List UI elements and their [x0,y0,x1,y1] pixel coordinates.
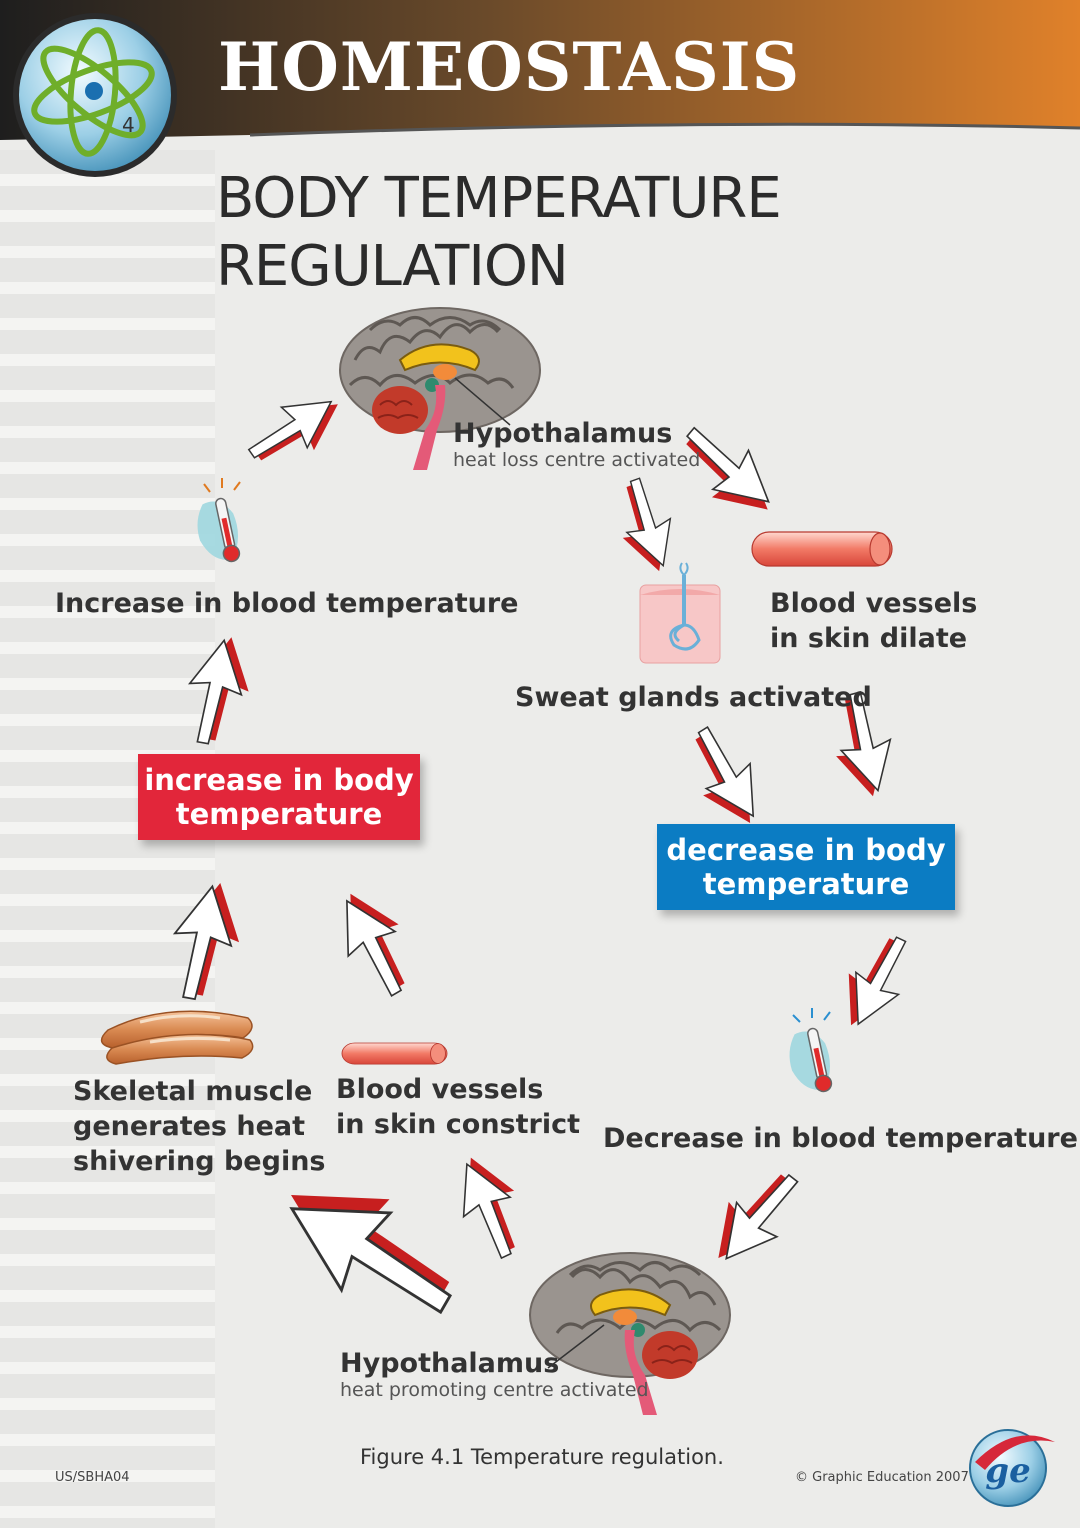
decrease-box-line-1: decrease in body [666,833,946,867]
blood-vessels-dilate-line-1: Blood vessels [770,588,978,619]
blood-vessels-constrict-line-2: in skin constrict [336,1109,581,1140]
skeletal-muscle-line-3: shivering begins [73,1146,326,1177]
decrease-blood-label: Decrease in blood temperature [603,1123,1078,1154]
hypothalamus-bottom-label: Hypothalamus [340,1348,560,1379]
logo-text: ge [985,1451,1030,1491]
blood-vessel-icon [341,1042,448,1065]
hypothalamus-top-sub: heat loss centre activated [453,449,701,471]
increase-blood-label: Increase in blood temperature [55,588,519,619]
increase-box-line-1: increase in body [144,763,414,797]
blood-vessels-constrict-line-1: Blood vessels [336,1074,544,1105]
skeletal-muscle-line-1: Skeletal muscle [73,1076,313,1107]
figure-caption: Figure 4.1 Temperature regulation. [360,1445,724,1469]
header-banner [0,0,1080,140]
subtitle-line-1: BODY TEMPERATURE [216,166,782,231]
blood-vessels-dilate-line-2: in skin dilate [770,623,968,654]
blood-vessels-constrict-label: Blood vessels in skin constrict [336,1072,580,1142]
muscle-icon [100,1010,254,1065]
ge-logo-icon: ge [969,1429,1055,1507]
blood-vessel-icon [751,531,893,567]
decrease-box-line-2: temperature [702,867,910,901]
sweat-glands-label: Sweat glands activated [515,682,872,713]
subtitle-line-2: REGULATION [216,234,569,299]
sweat-gland-icon [639,562,721,664]
skeletal-muscle-label: Skeletal muscle generates heat shivering… [73,1074,326,1179]
increase-box-line-2: temperature [175,797,383,831]
decrease-body-temperature-box: decrease in body temperature [657,824,955,910]
skeletal-muscle-line-2: generates heat [73,1111,306,1142]
page-subtitle: BODY TEMPERATURE REGULATION [216,165,782,301]
atom-icon: 4 [13,13,177,177]
blood-vessels-dilate-label: Blood vessels in skin dilate [770,586,977,656]
thermometer-icon [191,495,245,568]
copyright-notice: © Graphic Education 2007 [795,1470,969,1485]
hypothalamus-bottom-sub: heat promoting centre activated [340,1379,649,1401]
document-code: US/SBHA04 [55,1470,130,1485]
page-title: HOMEOSTASIS [218,28,801,106]
thermometer-icon [783,1025,837,1098]
increase-body-temperature-box: increase in body temperature [138,754,420,840]
hypothalamus-top-label: Hypothalamus [453,418,673,449]
badge-number: 4 [122,113,135,137]
